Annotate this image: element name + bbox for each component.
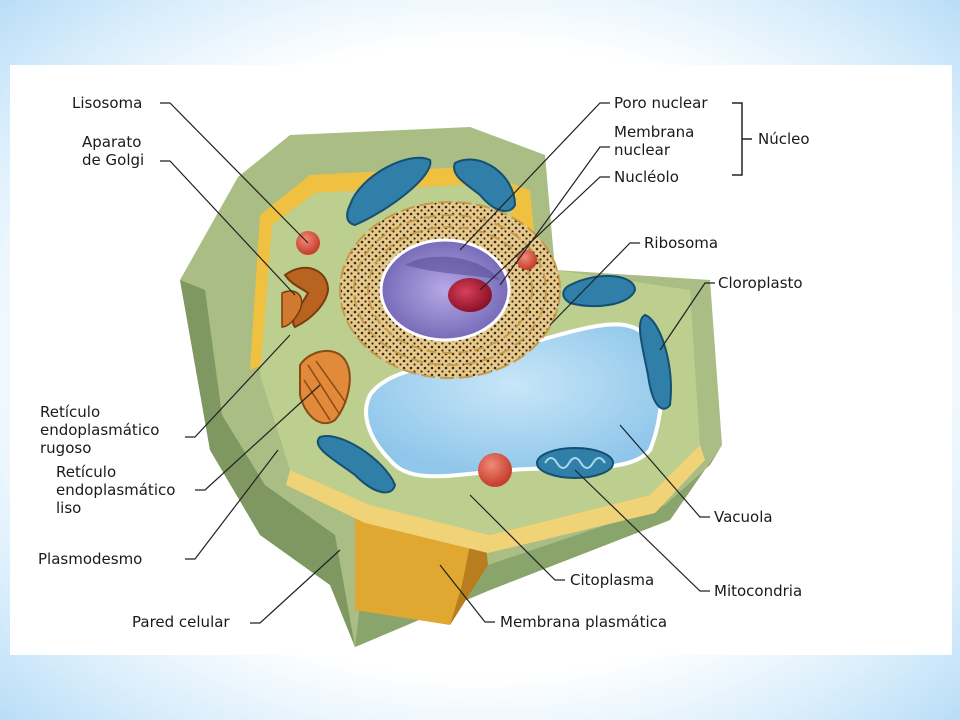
label-ser-1: Retículo xyxy=(56,463,116,481)
labels: Lisosoma Aparato de Golgi Retículo endop… xyxy=(38,94,810,631)
label-membrana-plasmatica: Membrana plasmática xyxy=(500,613,667,631)
diagram-frame: Lisosoma Aparato de Golgi Retículo endop… xyxy=(10,65,952,655)
label-citoplasma: Citoplasma xyxy=(570,571,654,589)
label-golgi-1: Aparato xyxy=(82,133,141,151)
label-membrana-nuclear-2: nuclear xyxy=(614,141,671,159)
label-cloroplasto: Cloroplasto xyxy=(718,274,803,292)
label-rer-2: endoplasmático xyxy=(40,421,159,439)
label-vacuola: Vacuola xyxy=(714,508,773,526)
golgi-apparatus xyxy=(281,266,330,329)
mitochondrion xyxy=(536,447,614,479)
nucleus-bracket xyxy=(732,102,752,176)
nucleus xyxy=(379,238,511,342)
label-plasmodesmo: Plasmodesmo xyxy=(38,550,142,568)
nucleolus xyxy=(448,278,492,312)
leader-lines xyxy=(160,102,715,624)
label-ser-3: liso xyxy=(56,499,81,517)
plant-cell-diagram: Lisosoma Aparato de Golgi Retículo endop… xyxy=(38,94,810,647)
label-nucleolo: Nucléolo xyxy=(614,168,679,186)
label-rer-1: Retículo xyxy=(40,403,100,421)
label-rer-3: rugoso xyxy=(40,439,91,457)
label-pared: Pared celular xyxy=(132,613,230,631)
label-mitocondria: Mitocondria xyxy=(714,582,802,600)
label-nucleo: Núcleo xyxy=(758,130,810,148)
label-membrana-nuclear-1: Membrana xyxy=(614,123,694,141)
label-ser-2: endoplasmático xyxy=(56,481,175,499)
smooth-endoplasmic-reticulum xyxy=(299,350,351,425)
label-ribosoma: Ribosoma xyxy=(644,234,718,252)
chloroplasts xyxy=(316,156,672,494)
label-poro: Poro nuclear xyxy=(614,94,708,112)
label-golgi-2: de Golgi xyxy=(82,151,144,169)
label-lisosoma: Lisosoma xyxy=(72,94,142,112)
